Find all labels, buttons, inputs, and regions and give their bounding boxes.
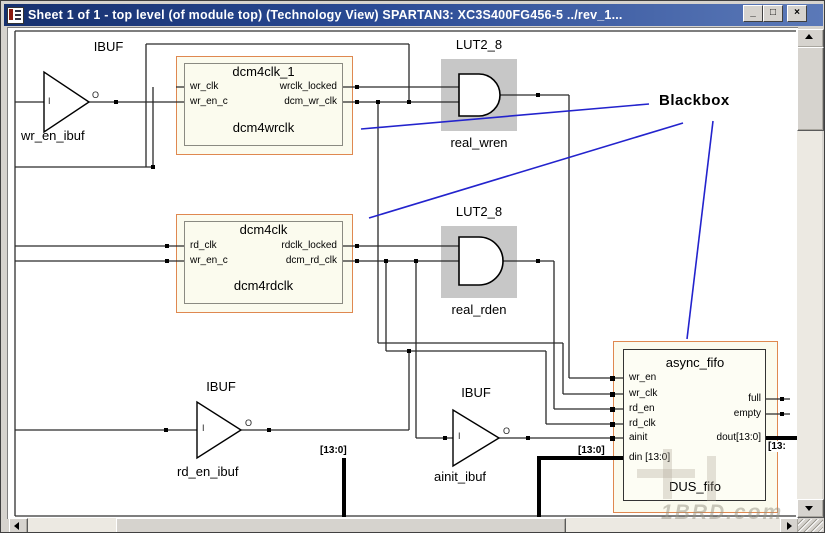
and-gate-real_wren[interactable]	[458, 73, 501, 117]
close-button[interactable]: ×	[787, 5, 807, 22]
port-wr_en: wr_en	[629, 372, 657, 383]
dcm4wrclk-instance: dcm4wrclk	[232, 120, 295, 135]
ibuf-ainit-pin-i: I	[458, 431, 461, 441]
fifo-type: async_fifo	[665, 355, 725, 370]
lut-wr-type: LUT2_8	[455, 37, 503, 52]
ibuf-wr-symbol[interactable]	[43, 70, 91, 134]
sheet-document-icon	[7, 6, 24, 24]
lut-wr-instance: real_wren	[450, 135, 508, 150]
maximize-icon: □	[769, 7, 777, 18]
window-title: Sheet 1 of 1 - top level (of module top)…	[28, 8, 623, 22]
dcm4wrclk-type: dcm4clk_1	[232, 64, 295, 79]
ibuf-wr-pin-o: O	[92, 90, 100, 100]
port-dout: dout[13:0]	[716, 432, 761, 443]
ibuf-wr-pin-i: I	[48, 96, 51, 106]
minimize-button[interactable]: _	[743, 5, 763, 22]
scroll-left-icon	[14, 522, 19, 530]
dcm4rdclk-instance: dcm4rdclk	[233, 278, 294, 293]
port-ainit: ainit	[629, 432, 648, 443]
vertical-scroll-thumb[interactable]	[797, 47, 824, 131]
ibuf-wr-type: IBUF	[93, 39, 124, 54]
ibuf-ainit-instance: ainit_ibuf	[434, 469, 487, 484]
port-dcm_wr_clk: dcm_wr_clk	[284, 96, 337, 107]
watermark-text: 1BRD.com	[661, 501, 784, 524]
port-wr_clk: wr_clk	[190, 81, 219, 92]
resize-grip-icon[interactable]	[798, 519, 823, 532]
ibuf-wr-instance: wr_en_ibuf	[21, 128, 85, 143]
ibuf-rd-type: IBUF	[206, 379, 236, 394]
scroll-up-icon	[805, 34, 813, 39]
ibuf-ainit-type: IBUF	[461, 385, 491, 400]
lut-rd-instance: real_rden	[451, 302, 507, 317]
ibuf-ainit-pin-o: O	[503, 426, 511, 436]
port-rd_clk-f: rd_clk	[629, 418, 656, 429]
title-bar[interactable]: Sheet 1 of 1 - top level (of module top)…	[4, 4, 823, 26]
maximize-button[interactable]: □	[763, 5, 783, 22]
bus-label-dout: [13:	[767, 441, 787, 452]
minimize-icon: _	[750, 7, 756, 18]
watermark-shape	[707, 456, 716, 501]
port-rd_en: rd_en	[629, 403, 655, 414]
blackbox-annotation: Blackbox	[659, 92, 730, 109]
fifo-instance: DUS_fifo	[668, 479, 722, 494]
scroll-up-button[interactable]	[797, 29, 824, 48]
ibuf-rd-instance: rd_en_ibuf	[177, 464, 239, 479]
watermark-shape	[663, 449, 672, 499]
port-rd_clk: rd_clk	[190, 240, 217, 251]
dcm4rdclk-type: dcm4clk	[239, 222, 288, 237]
port-wr_en_c2: wr_en_c	[190, 255, 228, 266]
scroll-left-button[interactable]	[9, 518, 28, 532]
port-dcm_rd_clk: dcm_rd_clk	[285, 255, 337, 266]
ibuf-rd-pin-i: I	[202, 423, 205, 433]
horizontal-scroll-thumb[interactable]	[116, 518, 566, 532]
ibuf-rd-pin-o: O	[245, 418, 253, 428]
port-empty: empty	[733, 408, 761, 419]
port-wr_en_c: wr_en_c	[190, 96, 228, 107]
scroll-down-icon	[805, 506, 813, 511]
scroll-down-button[interactable]	[797, 499, 824, 518]
port-wr_clk-f: wr_clk	[629, 388, 658, 399]
port-wrclk_locked: wrclk_locked	[279, 81, 337, 92]
ibuf-rd-symbol[interactable]	[196, 400, 243, 460]
lut-rd-type: LUT2_8	[455, 204, 503, 219]
scroll-right-icon	[787, 522, 792, 530]
close-icon: ×	[794, 7, 800, 18]
bus-label-din-right: [13:0]	[577, 445, 606, 456]
ibuf-ainit-symbol[interactable]	[452, 408, 501, 468]
port-full: full	[748, 393, 761, 404]
bus-label-din-left: [13:0]	[319, 445, 348, 456]
and-gate-real_rden[interactable]	[458, 236, 504, 286]
port-rdclk_locked: rdclk_locked	[281, 240, 337, 251]
